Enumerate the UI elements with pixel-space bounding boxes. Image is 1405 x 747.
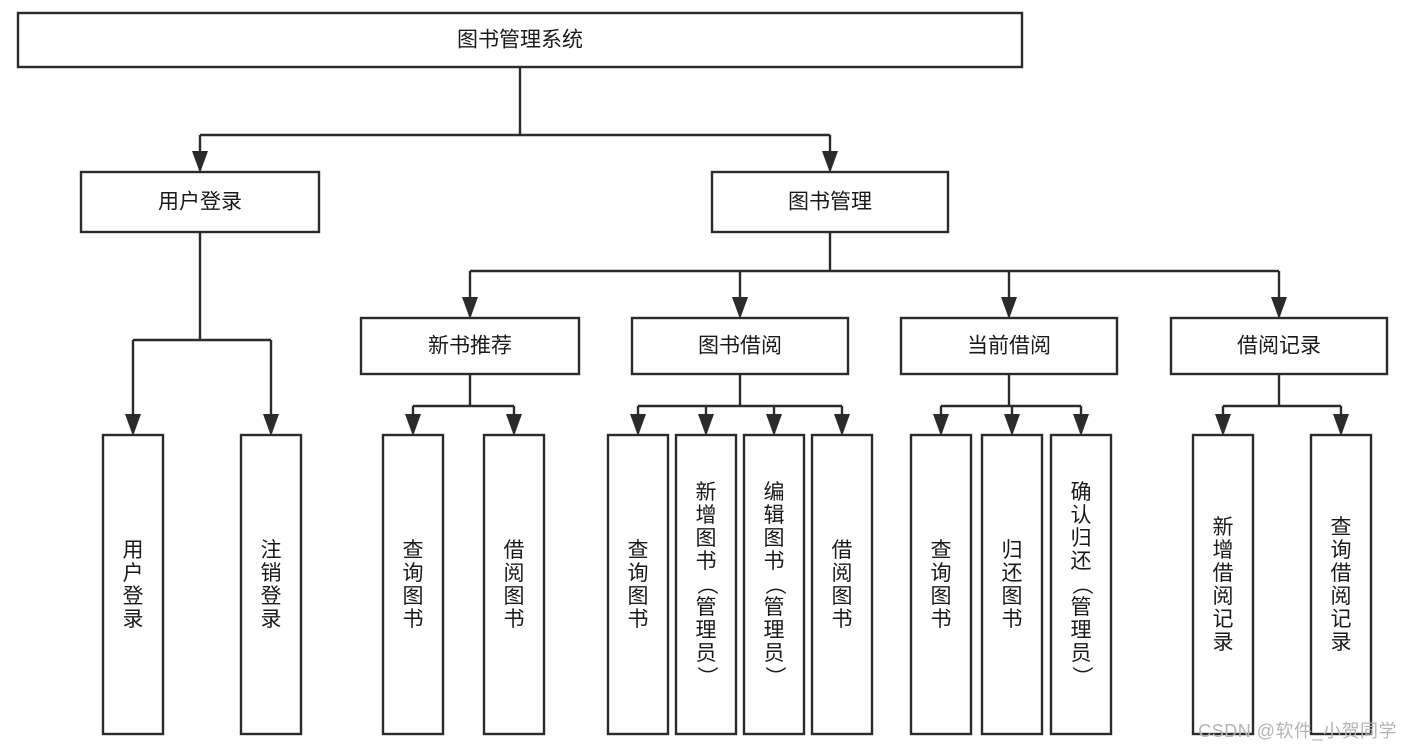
- node-box-leaf-5[interactable]: [674, 433, 738, 736]
- node-box-leaf-10[interactable]: [1049, 433, 1113, 736]
- node-label-level3-3: 借阅记录: [1237, 335, 1321, 358]
- node-box-level2-0[interactable]: [79, 170, 321, 234]
- node-label-level2-1: 图书管理: [788, 191, 872, 214]
- node-box-level3-2[interactable]: [899, 316, 1119, 376]
- arrow-head-icon-leaf-7: [834, 414, 850, 436]
- node-label-root: 图书管理系统: [457, 29, 583, 52]
- arrow-head-icon-level2-0: [192, 151, 208, 173]
- node-label-level3-1: 图书借阅: [698, 335, 782, 358]
- node-box-leaf-9[interactable]: [980, 433, 1044, 736]
- arrow-head-icon-leaf-6: [766, 414, 782, 436]
- arrow-head-icon-leaf-11: [1215, 414, 1231, 436]
- arrow-head-icon-leaf-10: [1073, 414, 1089, 436]
- node-box-leaf-8[interactable]: [909, 433, 973, 736]
- arrow-head-icon-leaf-9: [1004, 414, 1020, 436]
- node-box-leaf-12[interactable]: [1309, 433, 1373, 736]
- box-layer: [16, 11, 1389, 736]
- arrow-head-icon-level3-3: [1271, 297, 1287, 319]
- connector-layer: [125, 67, 1349, 436]
- arrow-head-icon-level2-1: [822, 151, 838, 173]
- node-box-leaf-3[interactable]: [482, 433, 546, 736]
- arrow-head-icon-leaf-4: [630, 414, 646, 436]
- node-box-leaf-2[interactable]: [381, 433, 445, 736]
- arrow-head-icon-leaf-1: [263, 414, 279, 436]
- arrow-head-icon-level3-0: [462, 297, 478, 319]
- node-box-level3-1[interactable]: [630, 316, 850, 376]
- node-label-level3-0: 新书推荐: [428, 335, 512, 358]
- arrow-head-icon-leaf-8: [933, 414, 949, 436]
- node-label-level2-0: 用户登录: [158, 191, 242, 214]
- arrow-head-icon-level3-2: [1001, 297, 1017, 319]
- node-box-leaf-0[interactable]: [101, 433, 165, 736]
- arrow-head-icon-level3-1: [732, 297, 748, 319]
- node-label-level3-2: 当前借阅: [967, 335, 1051, 358]
- node-box-leaf-11[interactable]: [1191, 433, 1255, 736]
- node-box-level3-0[interactable]: [359, 316, 581, 376]
- arrow-head-icon-leaf-3: [506, 414, 522, 436]
- node-box-level3-3[interactable]: [1169, 316, 1389, 376]
- node-box-level2-1[interactable]: [710, 170, 950, 234]
- node-box-root[interactable]: [16, 11, 1024, 69]
- node-box-leaf-6[interactable]: [742, 433, 806, 736]
- watermark-text: CSDN @软件_小贺同学: [1198, 721, 1397, 741]
- arrow-head-icon-leaf-5: [698, 414, 714, 436]
- arrow-head-icon-leaf-12: [1333, 414, 1349, 436]
- node-box-leaf-1[interactable]: [239, 433, 303, 736]
- arrow-head-icon-leaf-0: [125, 414, 141, 436]
- node-box-leaf-7[interactable]: [810, 433, 874, 736]
- arrow-head-icon-leaf-2: [405, 414, 421, 436]
- node-box-leaf-4[interactable]: [606, 433, 670, 736]
